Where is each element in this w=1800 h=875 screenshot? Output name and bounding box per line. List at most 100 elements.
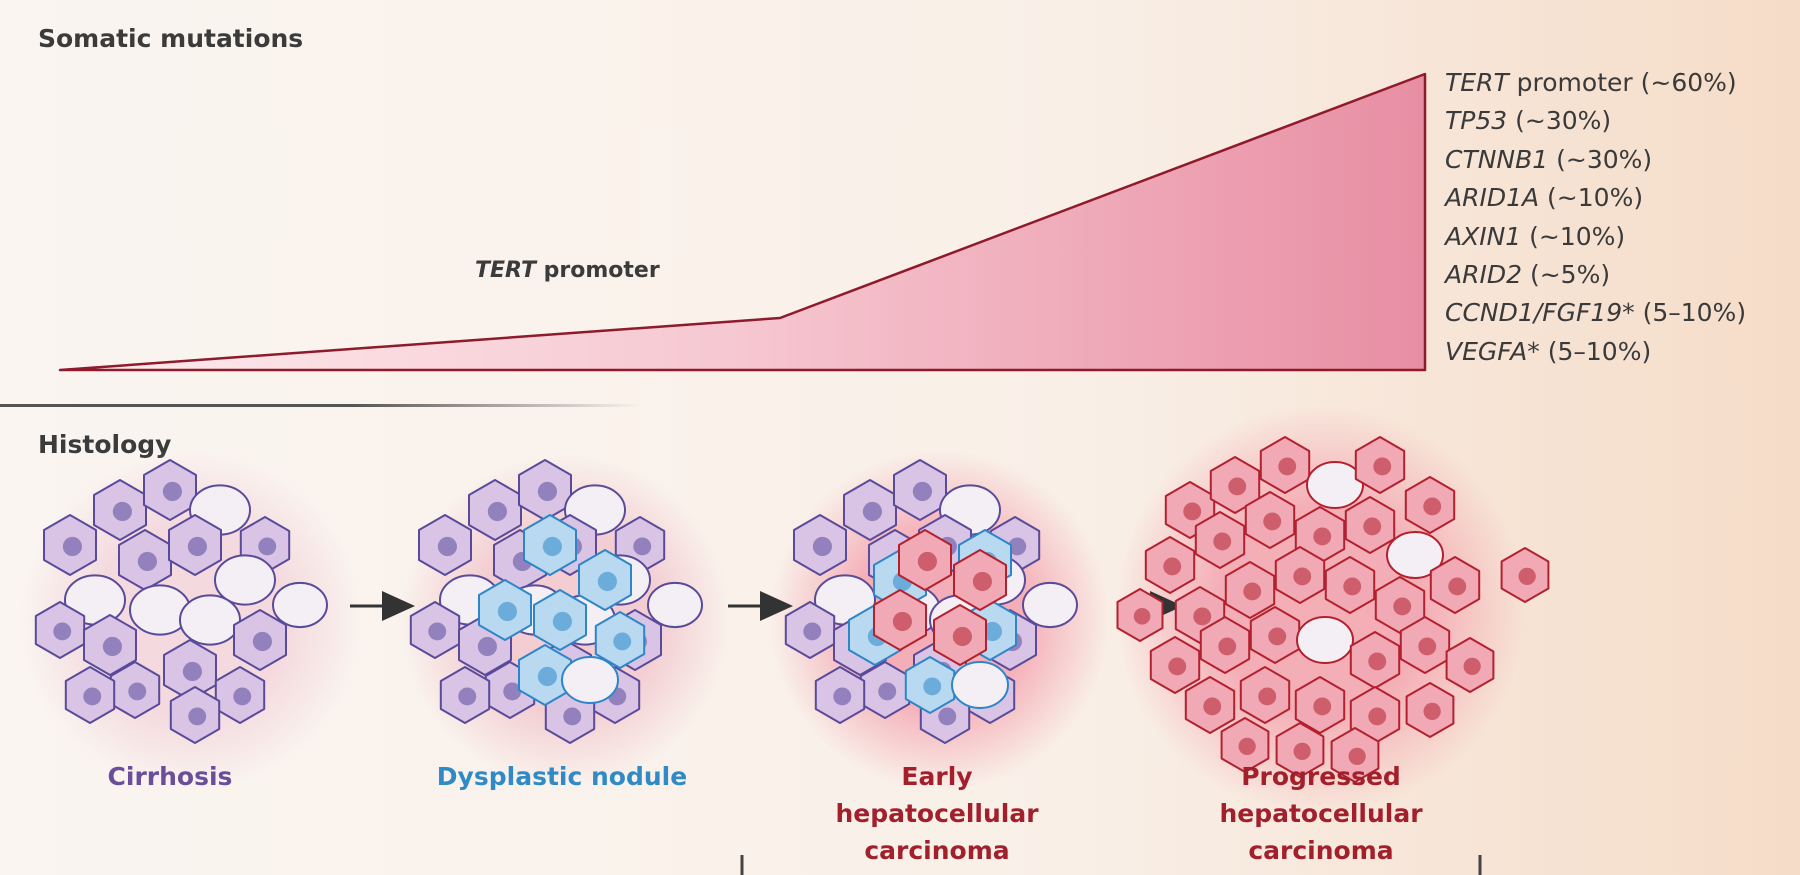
early-dysplastic-cell-nucleus [982,621,1003,642]
progressed-hcc-line2: hepatocellular [1219,799,1423,828]
dysplastic-cell-nucleus [497,601,517,622]
progressed-cell-nucleus [1243,582,1262,601]
dysplastic-bg-cell-nucleus [503,682,522,701]
cirrhosis-cell-nucleus [53,622,72,641]
mutation-frequency: promoter (~60%) [1508,68,1737,97]
cirrhosis-cell-nucleus [137,551,157,572]
mutation-burden-wedge [58,72,1427,372]
early-bg-cell-nucleus [862,501,883,522]
cirrhosis-cell-nucleus [233,687,252,706]
cirrhosis-cell-nucleus [258,537,277,556]
progressed-pale-cell [1306,461,1364,509]
progressed-cell-nucleus [1463,657,1481,675]
early-carcinoma-cell-nucleus [917,551,938,572]
mutation-gene: TP53 [1445,106,1508,136]
progressed-cell-nucleus [1393,597,1412,616]
early-hcc-line3: carcinoma [864,836,1010,865]
dysplastic-cell-nucleus [542,536,563,557]
dysplastic-bg-cell-nucleus [428,622,447,641]
early-bg-cell-nucleus [938,707,957,726]
mutation-item: CCND1/FGF19* (5–10%) [1445,294,1746,332]
progressed-cell-nucleus [1278,457,1297,476]
tert-promoter-label: TERT promoter [475,258,660,283]
mutation-item: VEGFA* (5–10%) [1445,333,1746,371]
mutation-gene: AXIN1 [1445,221,1522,251]
progressed-cell-nucleus [1293,567,1312,586]
dysplastic-bg-cell-nucleus [487,501,507,522]
progressed-cell-nucleus [1363,517,1382,536]
progressed-cell-nucleus [1313,697,1332,716]
mutation-frequency: (~30%) [1507,106,1612,136]
cirrhosis-cell-nucleus [187,536,207,557]
dysplastic-bg-cell-nucleus [633,537,652,556]
progressed-cell-nucleus [1193,607,1212,626]
dysplastic-cell-nucleus [597,571,618,592]
mutation-item: AXIN1 (~10%) [1445,218,1746,256]
dysplastic-bg-cell-nucleus [537,481,558,502]
progressed-cell-nucleus [1183,502,1202,521]
cirrhosis-cell-nucleus [102,636,122,657]
stage-label-progressed-hcc: Progressed hepatocellular carcinoma [1219,758,1422,869]
dysplastic-bg-pale-cell [647,581,703,629]
mutation-item: ARID2 (~5%) [1445,256,1746,294]
progressed-cell-nucleus [1423,702,1441,720]
mutation-item: TERT promoter (~60%) [1445,64,1746,102]
stage-label-cirrhosis: Cirrhosis [107,762,233,791]
tert-gene-name: TERT [475,258,536,283]
stage-label-early-hcc: Early hepatocellular carcinoma [835,758,1038,869]
cirrhosis-cell-nucleus [62,536,82,557]
somatic-mutations-title: Somatic mutations [38,24,304,53]
tert-label-rest: promoter [536,258,660,283]
cirrhosis-cell-nucleus [112,501,132,522]
progressed-cell-nucleus [1448,577,1467,596]
cirrhosis-cell-nucleus [188,707,207,726]
mutation-gene: VEGFA* [1445,336,1540,366]
mutation-frequency: (~5%) [1522,260,1611,290]
early-bg-cell-nucleus [803,622,822,641]
progressed-cell-nucleus [1213,532,1232,551]
dysplastic-bg-cell-nucleus [437,536,457,557]
progressed-cell-nucleus [1218,637,1237,656]
dysplastic-pale-cell [561,656,619,704]
mutation-item: ARID1A (~10%) [1445,179,1746,217]
early-bg-cell-nucleus [1008,537,1027,556]
dysplastic-bg-cell-nucleus [563,707,582,726]
mutation-gene: TERT [1445,68,1509,97]
progressed-cell-nucleus [1518,567,1536,585]
cirrhosis-pale-cell [272,581,328,629]
mutation-frequency: (5–10%) [1539,336,1652,366]
progressed-cell-nucleus [1263,512,1282,531]
dysplastic-bg-cell-nucleus [458,687,477,706]
early-carcinoma-cell-nucleus [952,626,973,647]
progressed-hcc-line1: Progressed [1241,762,1401,791]
progressed-cell-nucleus [1258,687,1277,706]
dysplastic-cell-nucleus [552,611,573,632]
progressed-hcc-line3: carcinoma [1248,836,1394,865]
mutation-gene: ARID2 [1445,260,1523,290]
mutation-item: CTNNB1 (~30%) [1445,141,1746,179]
section-divider [0,404,640,407]
progressed-cell-nucleus [1168,657,1187,676]
dysplastic-cell-nucleus [613,632,632,651]
early-bg-pale-cell [1022,581,1078,629]
progressed-cell-nucleus [1293,742,1311,760]
early-hcc-line1: Early [901,762,973,791]
cirrhosis-cell-nucleus [162,481,182,502]
stage-label-dysplastic-nodule: Dysplastic nodule [436,762,688,791]
cirrhosis-cell-nucleus [83,687,102,706]
progressed-cell-nucleus [1368,652,1387,671]
mutation-gene: CCND1/FGF19* [1445,298,1635,328]
progressed-pale-cell [1296,616,1354,664]
early-hcc-line2: hepatocellular [835,799,1039,828]
mutation-frequency-list: TERT promoter (~60%)TP53 (~30%)CTNNB1 (~… [1445,64,1746,371]
mutation-gene: ARID1A [1445,183,1540,213]
mutation-item: TP53 (~30%) [1445,102,1746,140]
progressed-cell-nucleus [1423,497,1442,516]
cell-clusters [34,436,1550,783]
progressed-cell-nucleus [1203,697,1222,716]
progressed-cell-nucleus [1418,637,1437,656]
progressed-cell-nucleus [1348,747,1366,765]
progressed-cell-nucleus [1268,627,1287,646]
early-carcinoma-cell-nucleus [972,571,993,592]
progressed-cell-nucleus [1373,457,1392,476]
